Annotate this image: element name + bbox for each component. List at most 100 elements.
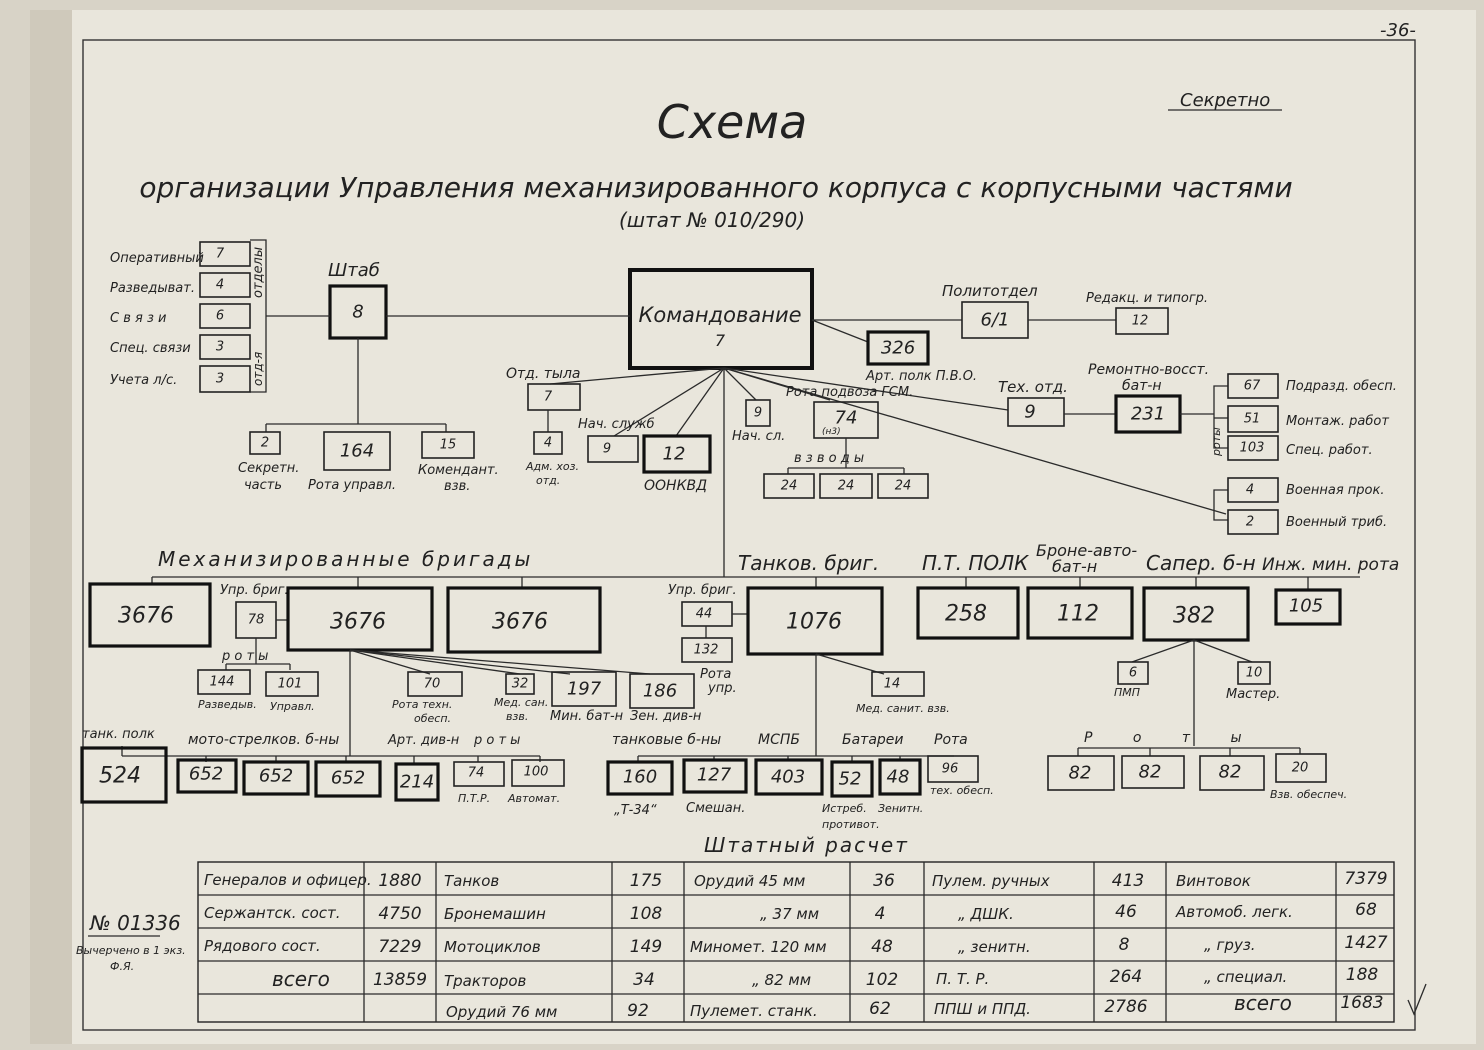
fuel-note: (н3) xyxy=(822,427,841,437)
mixed-value: 127 xyxy=(697,765,732,786)
mech-roty2-label: р о т ы xyxy=(473,733,520,748)
secret-part-label2: часть xyxy=(244,478,282,493)
aa-box xyxy=(878,758,922,796)
moto-label: мото-стрелков. б-ны xyxy=(188,732,339,748)
service-box xyxy=(587,435,639,463)
table-r3-c6: 48 xyxy=(871,937,893,957)
table-r5-c3: Орудий 76 мм xyxy=(446,1003,557,1021)
ctrl-value: 101 xyxy=(278,677,303,692)
tank-rota2-label: Рота xyxy=(934,732,968,748)
staff-value: 8 xyxy=(352,302,363,323)
platoon-value-2: 24 xyxy=(838,479,855,494)
editorial-box xyxy=(1115,307,1169,335)
repair-label1: Ремонтно-восст. xyxy=(1088,362,1209,378)
aa-label: Зенитн. xyxy=(878,802,923,815)
tank-rota-label1: Рота xyxy=(700,667,731,682)
aa-div-label: Зен. див-н xyxy=(630,709,702,724)
artpolk-label: Арт. полк П.В.О. xyxy=(865,369,977,384)
recon-value: 144 xyxy=(210,675,235,690)
rear-box xyxy=(527,383,581,411)
secret-part-label1: Секретн. xyxy=(238,461,299,476)
tech-box xyxy=(1007,397,1065,427)
table-r3-c7: „ зенитн. xyxy=(958,938,1031,956)
table-r2-c4: 108 xyxy=(630,904,663,924)
table-r3-c9: „ груз. xyxy=(1204,936,1256,954)
table-r5-c9: всего xyxy=(1234,991,1292,1015)
repair-companies-label: роты xyxy=(1210,427,1223,457)
art-div-box xyxy=(394,762,440,802)
fuel-label: Рота подвоза ГСМ. xyxy=(786,385,913,400)
line-cmd-military xyxy=(723,367,1227,515)
sapper-box xyxy=(1142,586,1250,642)
mech-med-box xyxy=(505,673,535,695)
table-r1-c2: 1880 xyxy=(378,871,421,891)
sapper-support-label: Взв. обеспеч. xyxy=(1270,788,1347,801)
artpolk-value: 326 xyxy=(881,338,915,359)
military-label-1: Военная прок. xyxy=(1286,483,1384,498)
staff-label: Штаб xyxy=(328,260,380,281)
table-r1-c9: Винтовок xyxy=(1176,872,1251,890)
line-cmd-service xyxy=(613,367,725,437)
mech-brigade-value-3: 3676 xyxy=(492,610,548,635)
auto-box xyxy=(511,759,565,787)
table-r1-c10: 7379 xyxy=(1344,869,1387,889)
table-r4-c3: Тракторов xyxy=(444,972,527,990)
mech-tech-box xyxy=(407,671,463,697)
mech-brigade-value-1: 3676 xyxy=(118,604,174,629)
sapper-company-box-3 xyxy=(1199,755,1265,791)
platoon-value-1: 24 xyxy=(781,479,798,494)
armored-label2: бат-н xyxy=(1052,557,1097,576)
mech-upr-label: Упр. бриг. xyxy=(220,583,289,598)
paper xyxy=(70,10,1476,1044)
t34-box xyxy=(606,760,674,796)
command-value: 7 xyxy=(715,331,726,350)
depts-bracket xyxy=(250,239,267,393)
sapper-label: Сапер. б-н xyxy=(1146,551,1256,575)
art-div-value: 214 xyxy=(400,772,434,793)
table-r2-c1: Сержантск. сост. xyxy=(204,904,341,922)
table-r2-c2: 4750 xyxy=(378,904,421,924)
table-r2-c5: „ 37 мм xyxy=(760,905,819,923)
tech-label: Тех. отд. xyxy=(998,378,1068,396)
military-value-2: 2 xyxy=(1246,515,1254,530)
aa-div-value: 186 xyxy=(643,681,677,702)
mspb-box xyxy=(754,758,824,796)
tank-bat-label: танковые б-ны xyxy=(612,732,721,748)
mixed-label: Смешан. xyxy=(686,801,745,816)
line-cmd-tech xyxy=(723,367,1009,411)
platoon-box-3 xyxy=(877,473,929,499)
mspb-label: МСПБ xyxy=(758,732,800,748)
commandant-label1: Комендант. xyxy=(418,463,499,478)
rear-value: 7 xyxy=(544,390,553,405)
mech-brigades-label: Механизированные бригады xyxy=(158,547,533,571)
mspb-value: 403 xyxy=(771,767,805,788)
sapper-value: 382 xyxy=(1173,604,1215,629)
mech-med-label1: Мед. сан. xyxy=(494,696,548,709)
moto-box-1 xyxy=(176,758,238,794)
tank-tech-label: тех. обесп. xyxy=(930,784,994,797)
table-r4-c6: 102 xyxy=(866,970,898,990)
table-r2-c7: „ ДШК. xyxy=(958,905,1014,923)
ctrl-box xyxy=(265,671,319,697)
table-r2-c10: 68 xyxy=(1355,900,1377,920)
sapper-support-value: 20 xyxy=(1292,761,1309,776)
moto-value-1: 652 xyxy=(189,764,223,785)
sapper-company-box-1 xyxy=(1047,755,1115,791)
line-cmd-rear xyxy=(549,367,725,385)
table-r1-c5: Орудий 45 мм xyxy=(694,872,805,890)
service-value: 9 xyxy=(603,442,611,457)
command-label: Командование xyxy=(638,303,801,327)
staffing-table xyxy=(197,861,1395,1023)
tank-rota-box xyxy=(681,637,733,663)
dept-box-3 xyxy=(199,303,251,329)
service-label: Нач. служб xyxy=(578,417,655,432)
armored-value: 112 xyxy=(1057,602,1099,627)
ptpolk-value: 258 xyxy=(945,602,987,627)
adm-value: 4 xyxy=(544,436,552,451)
platoons-label: в з в о д ы xyxy=(794,451,864,466)
t34-value: 160 xyxy=(623,767,657,788)
pmp-value: 6 xyxy=(1129,666,1137,681)
polit-label: Политотдел xyxy=(942,282,1038,300)
tank-polk-value: 524 xyxy=(99,764,141,789)
